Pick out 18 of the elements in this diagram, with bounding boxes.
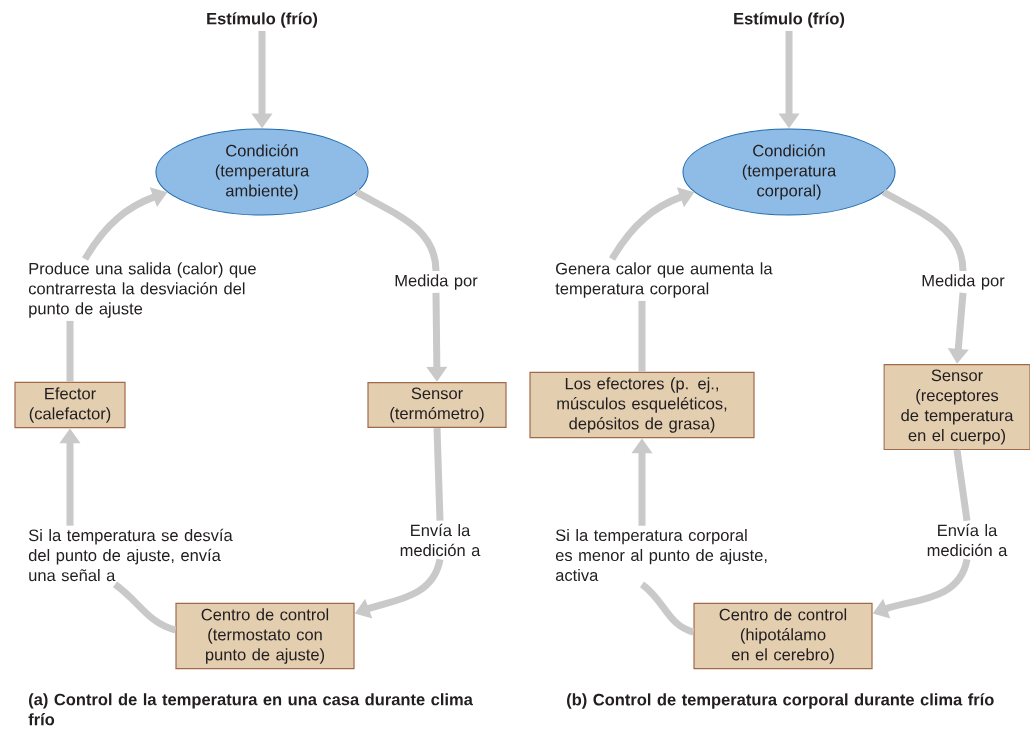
step-label: Genera calor que aumenta la temperatura corporal [555, 262, 773, 298]
step-label: Produce una salida (calor) que contrarresta la desviación del punto de ajuste [28, 262, 256, 318]
step-label: Envía la medición a [400, 523, 481, 557]
step-label: Medida por [922, 274, 1005, 290]
stimulus-label: Estímulo (frío) [207, 12, 318, 28]
process-box: Sensor (receptores de temperatura en el cuerpo) [883, 363, 1030, 451]
panel-caption: (b) Control de temperatura corporal durante clima frío [567, 693, 994, 709]
process-box: Centro de control (hipotálamo en el cerebro) [693, 602, 873, 670]
step-label: Envía la medición a [927, 523, 1008, 557]
step-label: Medida por [395, 274, 478, 290]
process-box: Efector (calefactor) [14, 381, 126, 429]
panel-caption: (a) Control de la temperatura en una casa durante clima frío [28, 693, 473, 726]
stimulus-label: Estímulo (frío) [734, 12, 845, 28]
step-label: Si la temperatura se desvía del punto de ajuste, envía una señal a [28, 528, 233, 582]
step-label: Si la temperatura corporal es menor al punto de ajuste, activa [555, 528, 767, 582]
process-box: Los efectores (p. ej., músculos esqueléticos, depósitos de grasa) [529, 371, 755, 439]
process-box: Centro de control (termostato con punto de ajuste) [175, 602, 355, 670]
process-box: Sensor (termómetro) [367, 381, 507, 429]
